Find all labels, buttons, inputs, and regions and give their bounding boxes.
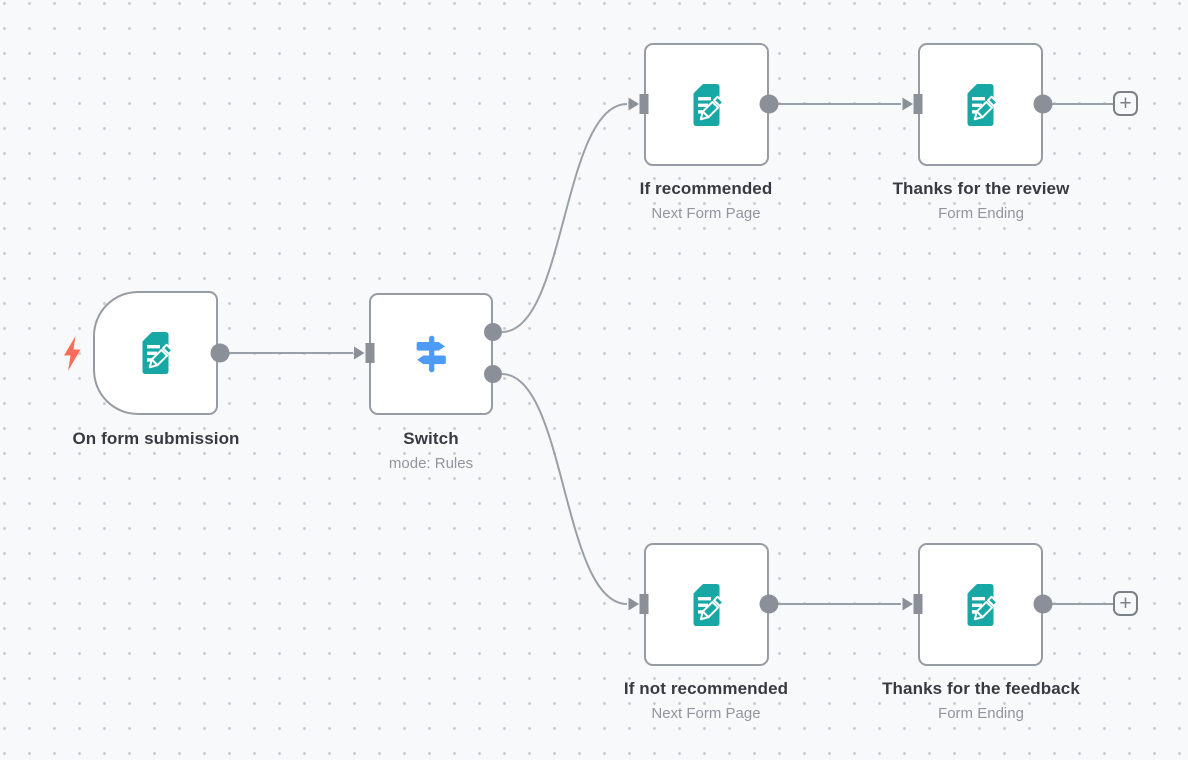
form-edit-icon xyxy=(967,83,998,126)
node-if-not-recommended[interactable] xyxy=(644,543,769,666)
node-label-group: Thanks for the review Form Ending xyxy=(893,179,1070,222)
node-subtitle: Next Form Page xyxy=(651,205,761,222)
connection-switch-to-if-not-recommended[interactable] xyxy=(501,373,628,605)
node-switch[interactable] xyxy=(369,293,493,415)
node-subtitle: Next Form Page xyxy=(651,705,761,722)
node-subtitle: mode: Rules xyxy=(388,455,474,472)
node-subtitle: Form Ending xyxy=(938,205,1024,222)
node-title: Thanks for the review xyxy=(892,179,1070,198)
arrowhead-icon xyxy=(628,97,639,111)
node-label-group: If not recommended Next Form Page xyxy=(624,679,788,722)
node-title: Thanks for the feedback xyxy=(882,679,1080,698)
node-title: If not recommended xyxy=(623,679,789,698)
switch-signpost-icon xyxy=(416,335,446,373)
arrowhead-icon xyxy=(902,97,913,111)
node-thanks-for-the-review[interactable] xyxy=(918,43,1043,166)
connection-switch-to-if-recommended[interactable] xyxy=(501,103,628,333)
arrowhead-icon xyxy=(354,346,365,360)
form-edit-icon xyxy=(693,83,724,126)
node-title: On form submission xyxy=(72,429,240,448)
node-label-group: Switch mode: Rules xyxy=(389,429,473,472)
form-edit-icon xyxy=(967,583,998,626)
node-thanks-for-the-feedback[interactable] xyxy=(918,543,1043,666)
arrowhead-icon xyxy=(902,597,913,611)
node-title: If recommended xyxy=(639,179,773,198)
node-label-group: Thanks for the feedback Form Ending xyxy=(882,679,1080,722)
node-label-group: If recommended Next Form Page xyxy=(640,179,773,222)
node-label-group: On form submission xyxy=(72,429,239,449)
node-title: Switch xyxy=(403,429,459,448)
add-node-button-top[interactable]: + xyxy=(1113,91,1138,116)
node-on-form-submission[interactable] xyxy=(93,291,218,415)
plus-icon: + xyxy=(1119,92,1132,115)
plus-icon: + xyxy=(1119,592,1132,615)
add-node-button-bottom[interactable]: + xyxy=(1113,591,1138,616)
arrowhead-icon xyxy=(628,597,639,611)
form-edit-icon xyxy=(142,332,173,374)
node-subtitle: Form Ending xyxy=(938,705,1024,722)
node-if-recommended[interactable] xyxy=(644,43,769,166)
form-edit-icon xyxy=(693,583,724,626)
trigger-bolt-icon xyxy=(64,336,81,371)
